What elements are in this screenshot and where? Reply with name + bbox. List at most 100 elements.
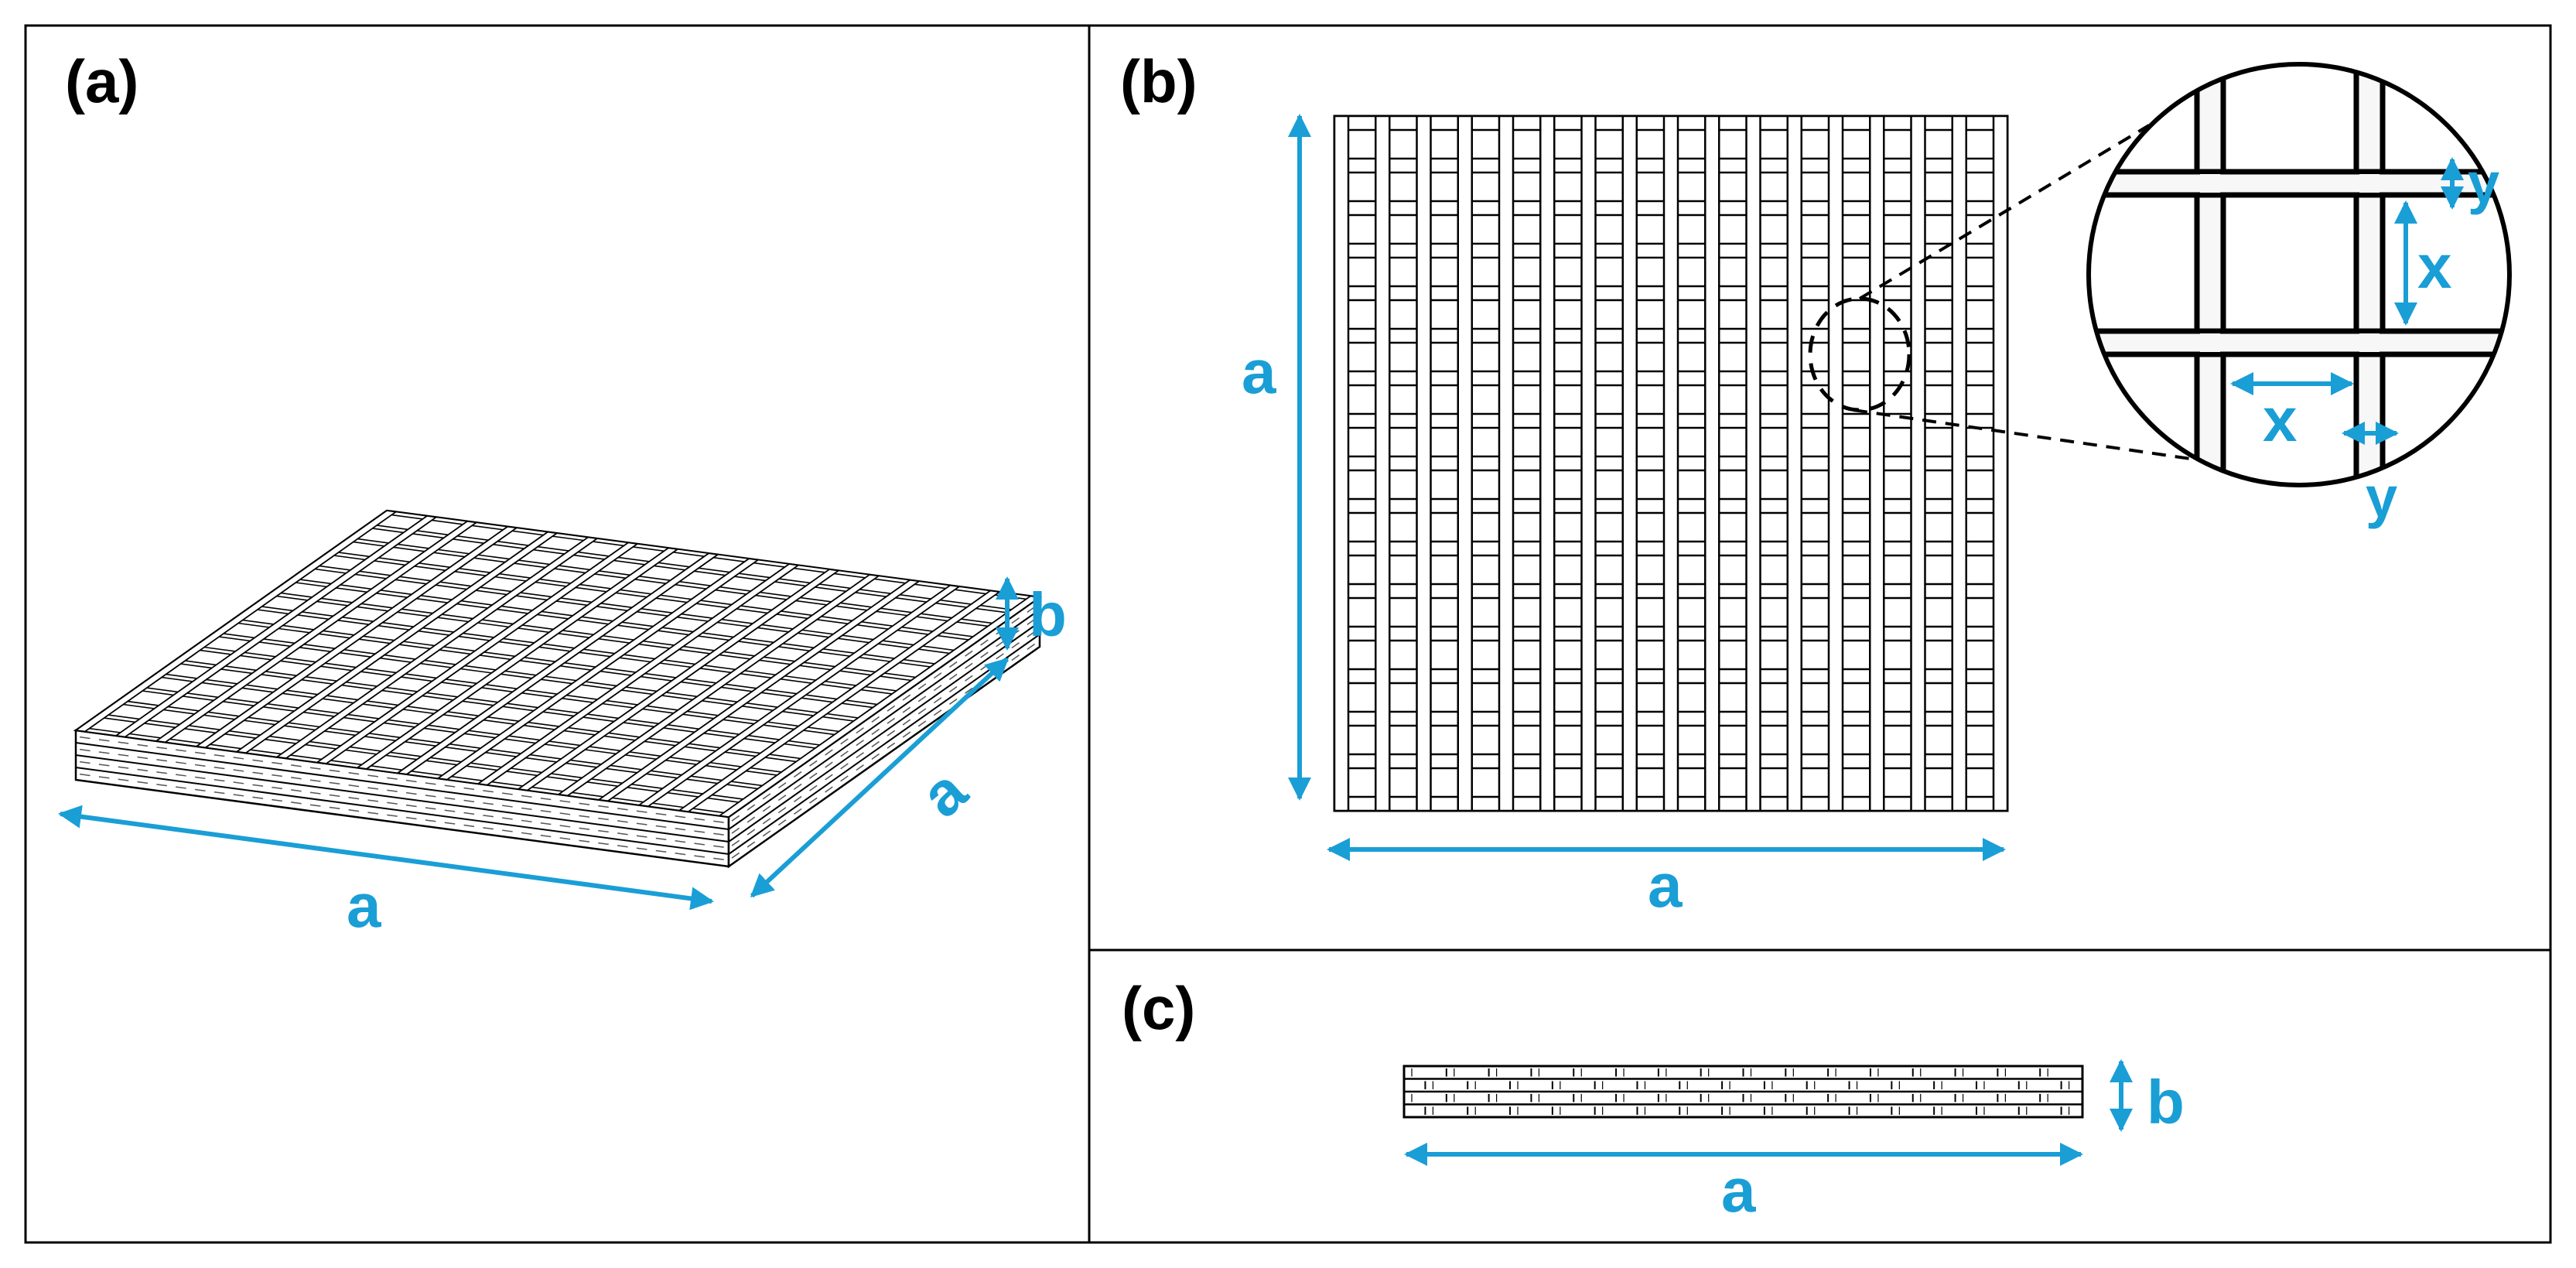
side-texture: [233, 794, 244, 797]
side-texture: [444, 797, 456, 800]
grid-strut-vertical: [1621, 114, 1638, 812]
side-texture: [79, 760, 91, 764]
side-texture: [194, 764, 206, 767]
isometric-lattice: [73, 509, 1043, 869]
side-texture: [367, 787, 379, 790]
grid-strut-vertical: [1992, 114, 2009, 812]
grid-strut-vertical: [1704, 114, 1720, 812]
side-texture: [194, 788, 206, 791]
side-texture: [79, 773, 91, 777]
grid-strut-vertical: [1498, 114, 1515, 812]
side-texture: [233, 769, 244, 772]
dimension-label-a: a: [1242, 337, 1276, 406]
side-texture: [980, 651, 989, 658]
side-texture: [713, 832, 724, 836]
side-texture: [713, 845, 724, 848]
grid-strut-vertical: [1910, 114, 1926, 812]
side-texture: [444, 784, 456, 788]
panel-label-c: (c): [1122, 974, 1195, 1042]
side-texture: [214, 791, 225, 795]
side-texture: [1027, 618, 1036, 625]
dimension-label-y: y: [2468, 151, 2499, 215]
side-texture: [483, 790, 494, 793]
side-texture: [176, 761, 186, 764]
side-texture: [1027, 643, 1036, 650]
grid-strut-vertical: [1745, 114, 1761, 812]
side-texture: [79, 748, 91, 752]
side-texture: [233, 781, 244, 784]
side-texture: [387, 777, 398, 780]
side-texture: [521, 795, 532, 798]
side-texture: [252, 796, 264, 799]
side-texture: [405, 779, 417, 783]
top-strut-width: [194, 525, 519, 749]
side-texture: [291, 789, 302, 792]
zoom-strut-horizontal: [2089, 328, 2509, 357]
callout-line-top: [1858, 124, 2151, 300]
selection-circle: [1808, 296, 1912, 412]
side-texture: [194, 751, 206, 754]
side-texture: [137, 781, 149, 784]
magnified-view: [2089, 64, 2509, 485]
grid-strut-vertical: [1786, 114, 1802, 812]
side-texture: [233, 757, 244, 760]
side-texture: [540, 797, 552, 801]
grid-strut-vertical: [1580, 114, 1597, 812]
side-texture: [348, 797, 360, 800]
side-texture: [405, 791, 417, 795]
dimension-label-a: a: [908, 756, 980, 830]
dimension-a-side: a: [1404, 1143, 2083, 1225]
side-texture: [98, 776, 110, 779]
side-texture: [252, 784, 264, 787]
side-texture: [309, 791, 321, 795]
dimension-label-b: b: [1029, 580, 1067, 649]
grid-strut-vertical: [1951, 114, 1967, 812]
side-texture: [176, 786, 186, 789]
panel-label-b: (b): [1120, 47, 1197, 115]
side-texture: [463, 799, 475, 803]
top-strut-width: [315, 542, 640, 764]
zoom-strut-vertical: [2353, 64, 2386, 485]
side-texture: [387, 789, 398, 792]
top-view-grid: [1333, 114, 2009, 812]
dimension-arrow: [750, 657, 1010, 898]
side-texture: [98, 764, 110, 767]
side-texture: [137, 756, 149, 760]
dimension-label-x: x: [2263, 385, 2298, 454]
top-strut-width: [234, 531, 559, 754]
top-strut-width: [476, 563, 801, 786]
side-texture: [214, 778, 225, 782]
dimension-label-a: a: [1721, 1156, 1756, 1225]
side-texture: [194, 776, 206, 779]
side-texture: [291, 801, 302, 805]
side-texture: [387, 801, 398, 805]
side-texture: [713, 857, 724, 860]
top-strut-width: [154, 520, 479, 743]
side-texture: [137, 768, 149, 772]
side-texture: [367, 799, 379, 802]
grid-strut-vertical: [1662, 114, 1679, 812]
side-texture: [329, 769, 340, 773]
outer-border: [24, 24, 2552, 1244]
side-texture: [367, 774, 379, 778]
side-texture: [1027, 606, 1036, 613]
side-texture: [272, 786, 282, 790]
grid-strut-vertical: [1333, 114, 1350, 812]
side-texture: [252, 759, 264, 762]
side-texture: [425, 795, 436, 798]
lens-background: [2089, 64, 2509, 485]
top-strut-width: [436, 558, 760, 781]
zoom-strut-vertical: [2194, 64, 2226, 485]
dimension-arrow: [58, 805, 714, 911]
side-texture: [214, 754, 225, 757]
side-texture: [252, 771, 264, 774]
grid-strut-vertical: [1457, 114, 1473, 812]
grid-strut-vertical: [1375, 114, 1391, 812]
side-texture: [176, 774, 186, 777]
side-texture: [156, 747, 167, 750]
dimension-a-horizontal: a: [1327, 838, 2006, 920]
dimension-label-y: y: [2366, 465, 2397, 529]
side-texture: [291, 764, 302, 767]
side-texture: [156, 784, 167, 787]
side-texture: [98, 751, 110, 754]
